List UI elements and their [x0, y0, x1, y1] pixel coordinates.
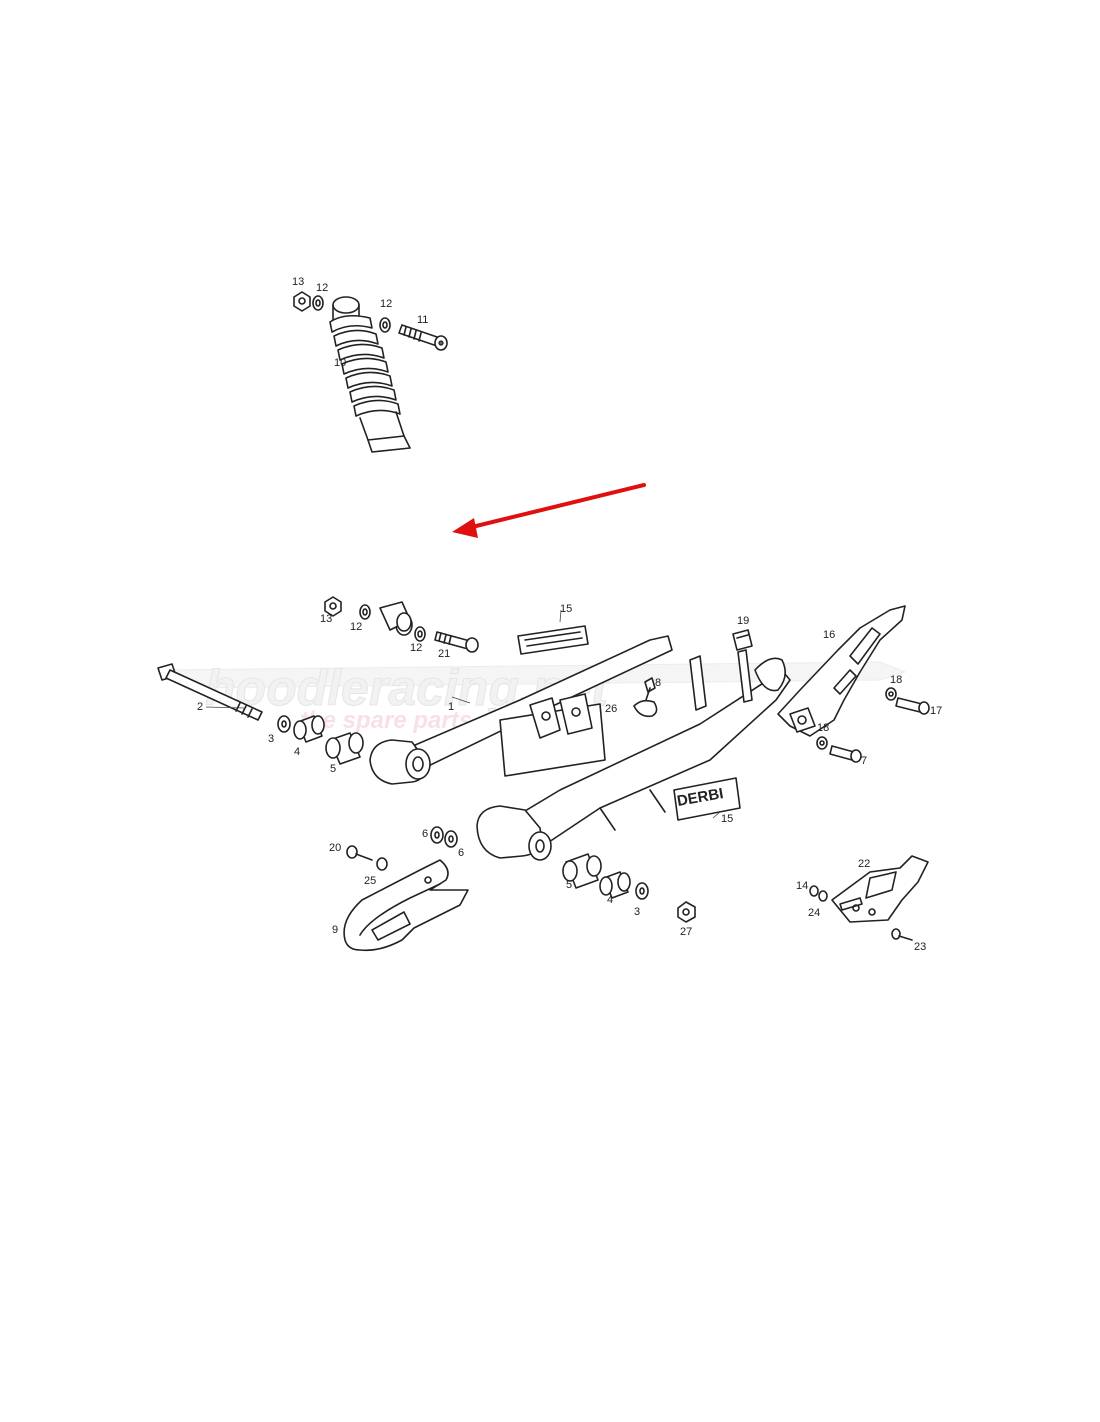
- shock-absorber: [329, 296, 413, 636]
- callout-8: 8: [655, 677, 661, 689]
- callout-16: 16: [823, 629, 835, 641]
- callout-9: 9: [332, 924, 338, 936]
- spindle-washer-left: [277, 715, 291, 733]
- callout-6-left: 6: [422, 828, 428, 840]
- shock-washer-upper-right: [379, 317, 391, 333]
- clip-26: [633, 699, 658, 718]
- callout-11: 11: [417, 314, 428, 326]
- washer-6-right: [444, 830, 458, 848]
- callout-13-top: 13: [292, 276, 304, 288]
- callout-17: 17: [930, 705, 942, 717]
- callout-3-left: 3: [268, 733, 274, 745]
- guard-plate: [831, 855, 929, 923]
- nut-14: [809, 885, 819, 897]
- callout-5-right: 5: [566, 879, 572, 891]
- callout-10: 10: [334, 357, 346, 369]
- shock-lower-eye: [379, 601, 412, 632]
- callout-27: 27: [680, 926, 692, 938]
- callout-26: 26: [605, 703, 617, 715]
- shock-washer-lower-left: [359, 604, 371, 620]
- callout-14: 14: [796, 880, 808, 892]
- bolt-17: [895, 697, 930, 715]
- washer-24: [818, 890, 828, 902]
- callout-12-lower-left: 12: [350, 621, 362, 633]
- callout-21: 21: [438, 648, 450, 660]
- shock-washer-lower-right: [414, 626, 426, 642]
- bolt-23: [891, 928, 913, 941]
- bearing-bush-right: [599, 871, 631, 899]
- spindle-nut: [677, 901, 696, 923]
- callout-5-left: 5: [330, 763, 336, 775]
- washer-25: [376, 857, 388, 871]
- spindle-washer-right: [635, 882, 649, 900]
- decal-sticker-upper: [517, 625, 589, 655]
- callout-25: 25: [364, 875, 376, 887]
- callout-15-lower: 15: [721, 813, 733, 825]
- callout-24: 24: [808, 907, 820, 919]
- shock-washer-top: [312, 295, 324, 311]
- callout-12-top: 12: [316, 282, 328, 294]
- callout-23: 23: [914, 941, 926, 953]
- washer-18-upper: [885, 687, 897, 701]
- spacer-tube-left: [325, 732, 364, 765]
- callout-labels: 13 12 12 11 10 13 12 12 21 15 19 16 8 26…: [197, 276, 942, 953]
- callout-13-lower: 13: [320, 613, 332, 625]
- callout-4-left: 4: [294, 746, 300, 758]
- chain-guard: [777, 605, 906, 737]
- leader-lines: [205, 609, 721, 819]
- callout-3-right: 3: [634, 906, 640, 918]
- cable-clip: [732, 629, 753, 651]
- chain-slider: [343, 859, 469, 952]
- swingarm: [369, 635, 791, 861]
- washer-18-lower: [816, 736, 828, 750]
- callout-20: 20: [329, 842, 341, 854]
- callout-1: 1: [448, 701, 454, 713]
- callout-15-upper: 15: [560, 603, 572, 615]
- shock-nut-top: [293, 291, 311, 312]
- callout-4-right: 4: [607, 894, 613, 906]
- bolt-7: [829, 745, 862, 763]
- callout-7: 7: [861, 755, 867, 767]
- shock-lower-bolt: [434, 631, 479, 653]
- callout-19: 19: [737, 615, 749, 627]
- callout-6-right: 6: [458, 847, 464, 859]
- spacer-tube-right: [562, 853, 602, 889]
- highlight-arrow: [452, 483, 646, 538]
- callout-12-lower-right: 12: [410, 642, 422, 654]
- callout-18-upper: 18: [890, 674, 902, 686]
- screw-small-8: [644, 677, 656, 701]
- washer-6-left: [430, 826, 444, 844]
- screw-20: [346, 845, 373, 861]
- bearing-bush-left: [293, 715, 325, 743]
- callout-2: 2: [197, 701, 203, 713]
- callout-18-lower: 18: [817, 722, 829, 734]
- decal-derbi: DERBI: [673, 777, 741, 821]
- shock-upper-bolt: [398, 324, 448, 351]
- callout-12-upper-right: 12: [380, 298, 392, 310]
- callout-22: 22: [858, 858, 870, 870]
- shock-nut-lower: [324, 596, 342, 617]
